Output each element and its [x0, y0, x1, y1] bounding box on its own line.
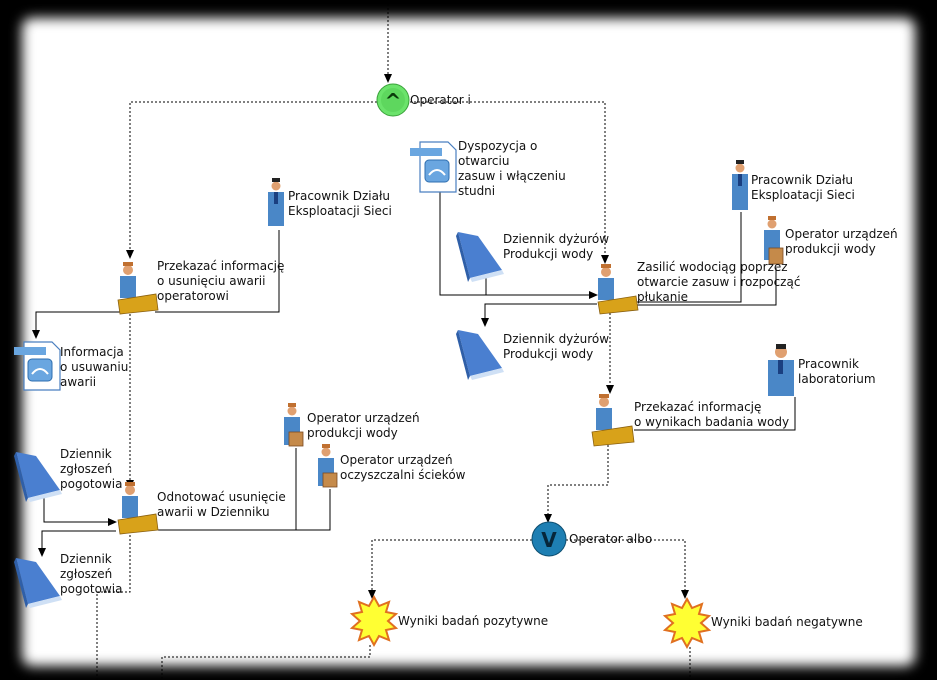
function-label: Odnotować usunięcie awarii w Dzienniku	[157, 490, 286, 519]
person-icon	[268, 178, 284, 226]
person-icon	[768, 344, 794, 396]
function-label: Przekazać informację o wynikach badania …	[634, 400, 790, 429]
person-icon	[764, 216, 784, 265]
register-label: Dziennik dyżurów Produkcji wody	[503, 332, 610, 361]
register-label: Dziennik dyżurów Produkcji wody	[503, 232, 610, 261]
event-icon	[662, 596, 712, 650]
and-operator-label: Operator i	[410, 93, 471, 107]
role-label: Operator urządzeń produkcji wody	[307, 411, 420, 440]
event-label: Wyniki badań pozytywne	[398, 614, 549, 628]
person-icon	[284, 403, 304, 447]
xor-operator-label: Operator albo	[569, 532, 653, 546]
svg-text:V: V	[541, 528, 557, 552]
function-icon	[597, 264, 639, 315]
function-icon	[591, 394, 635, 447]
xor-operator: V	[531, 521, 567, 557]
event-label: Wyniki badań negatywne	[711, 615, 863, 629]
role-label: Pracownik laboratorium	[798, 357, 876, 386]
register-label: Dziennik zgłoszeń pogotowia	[60, 447, 123, 491]
connectors	[32, 0, 796, 680]
document-icon	[14, 341, 61, 391]
book-icon	[14, 558, 62, 608]
document-icon	[410, 141, 457, 193]
person-icon	[732, 160, 748, 210]
document-label: Informacja o usuwaniu awarii	[60, 345, 129, 389]
role-label: Pracownik Działu Eksploatacji Sieci	[751, 173, 855, 202]
role-label: Operator urządzeń oczyszczalni ścieków	[340, 453, 466, 482]
function-icon	[117, 262, 159, 315]
book-icon	[456, 330, 504, 380]
function-icon	[117, 482, 159, 535]
role-label: Operator urządzeń produkcji wody	[785, 227, 898, 256]
document-label: Dyspozycja o otwarciu zasuw i włączeniu …	[458, 139, 566, 198]
book-icon	[456, 232, 504, 282]
function-label: Przekazać informację o usunięciu awarii …	[157, 259, 285, 303]
book-icon	[14, 452, 62, 502]
person-icon	[318, 444, 338, 488]
register-label: Dziennik zgłoszeń pogotowia	[60, 552, 123, 596]
function-label: Zasilić wodociąg poprzez otwarcie zasuw …	[637, 260, 801, 304]
and-operator: ^	[376, 83, 410, 117]
role-label: Pracownik Działu Eksploatacji Sieci	[288, 189, 392, 218]
event-icon	[349, 594, 399, 648]
svg-text:^: ^	[385, 89, 402, 113]
